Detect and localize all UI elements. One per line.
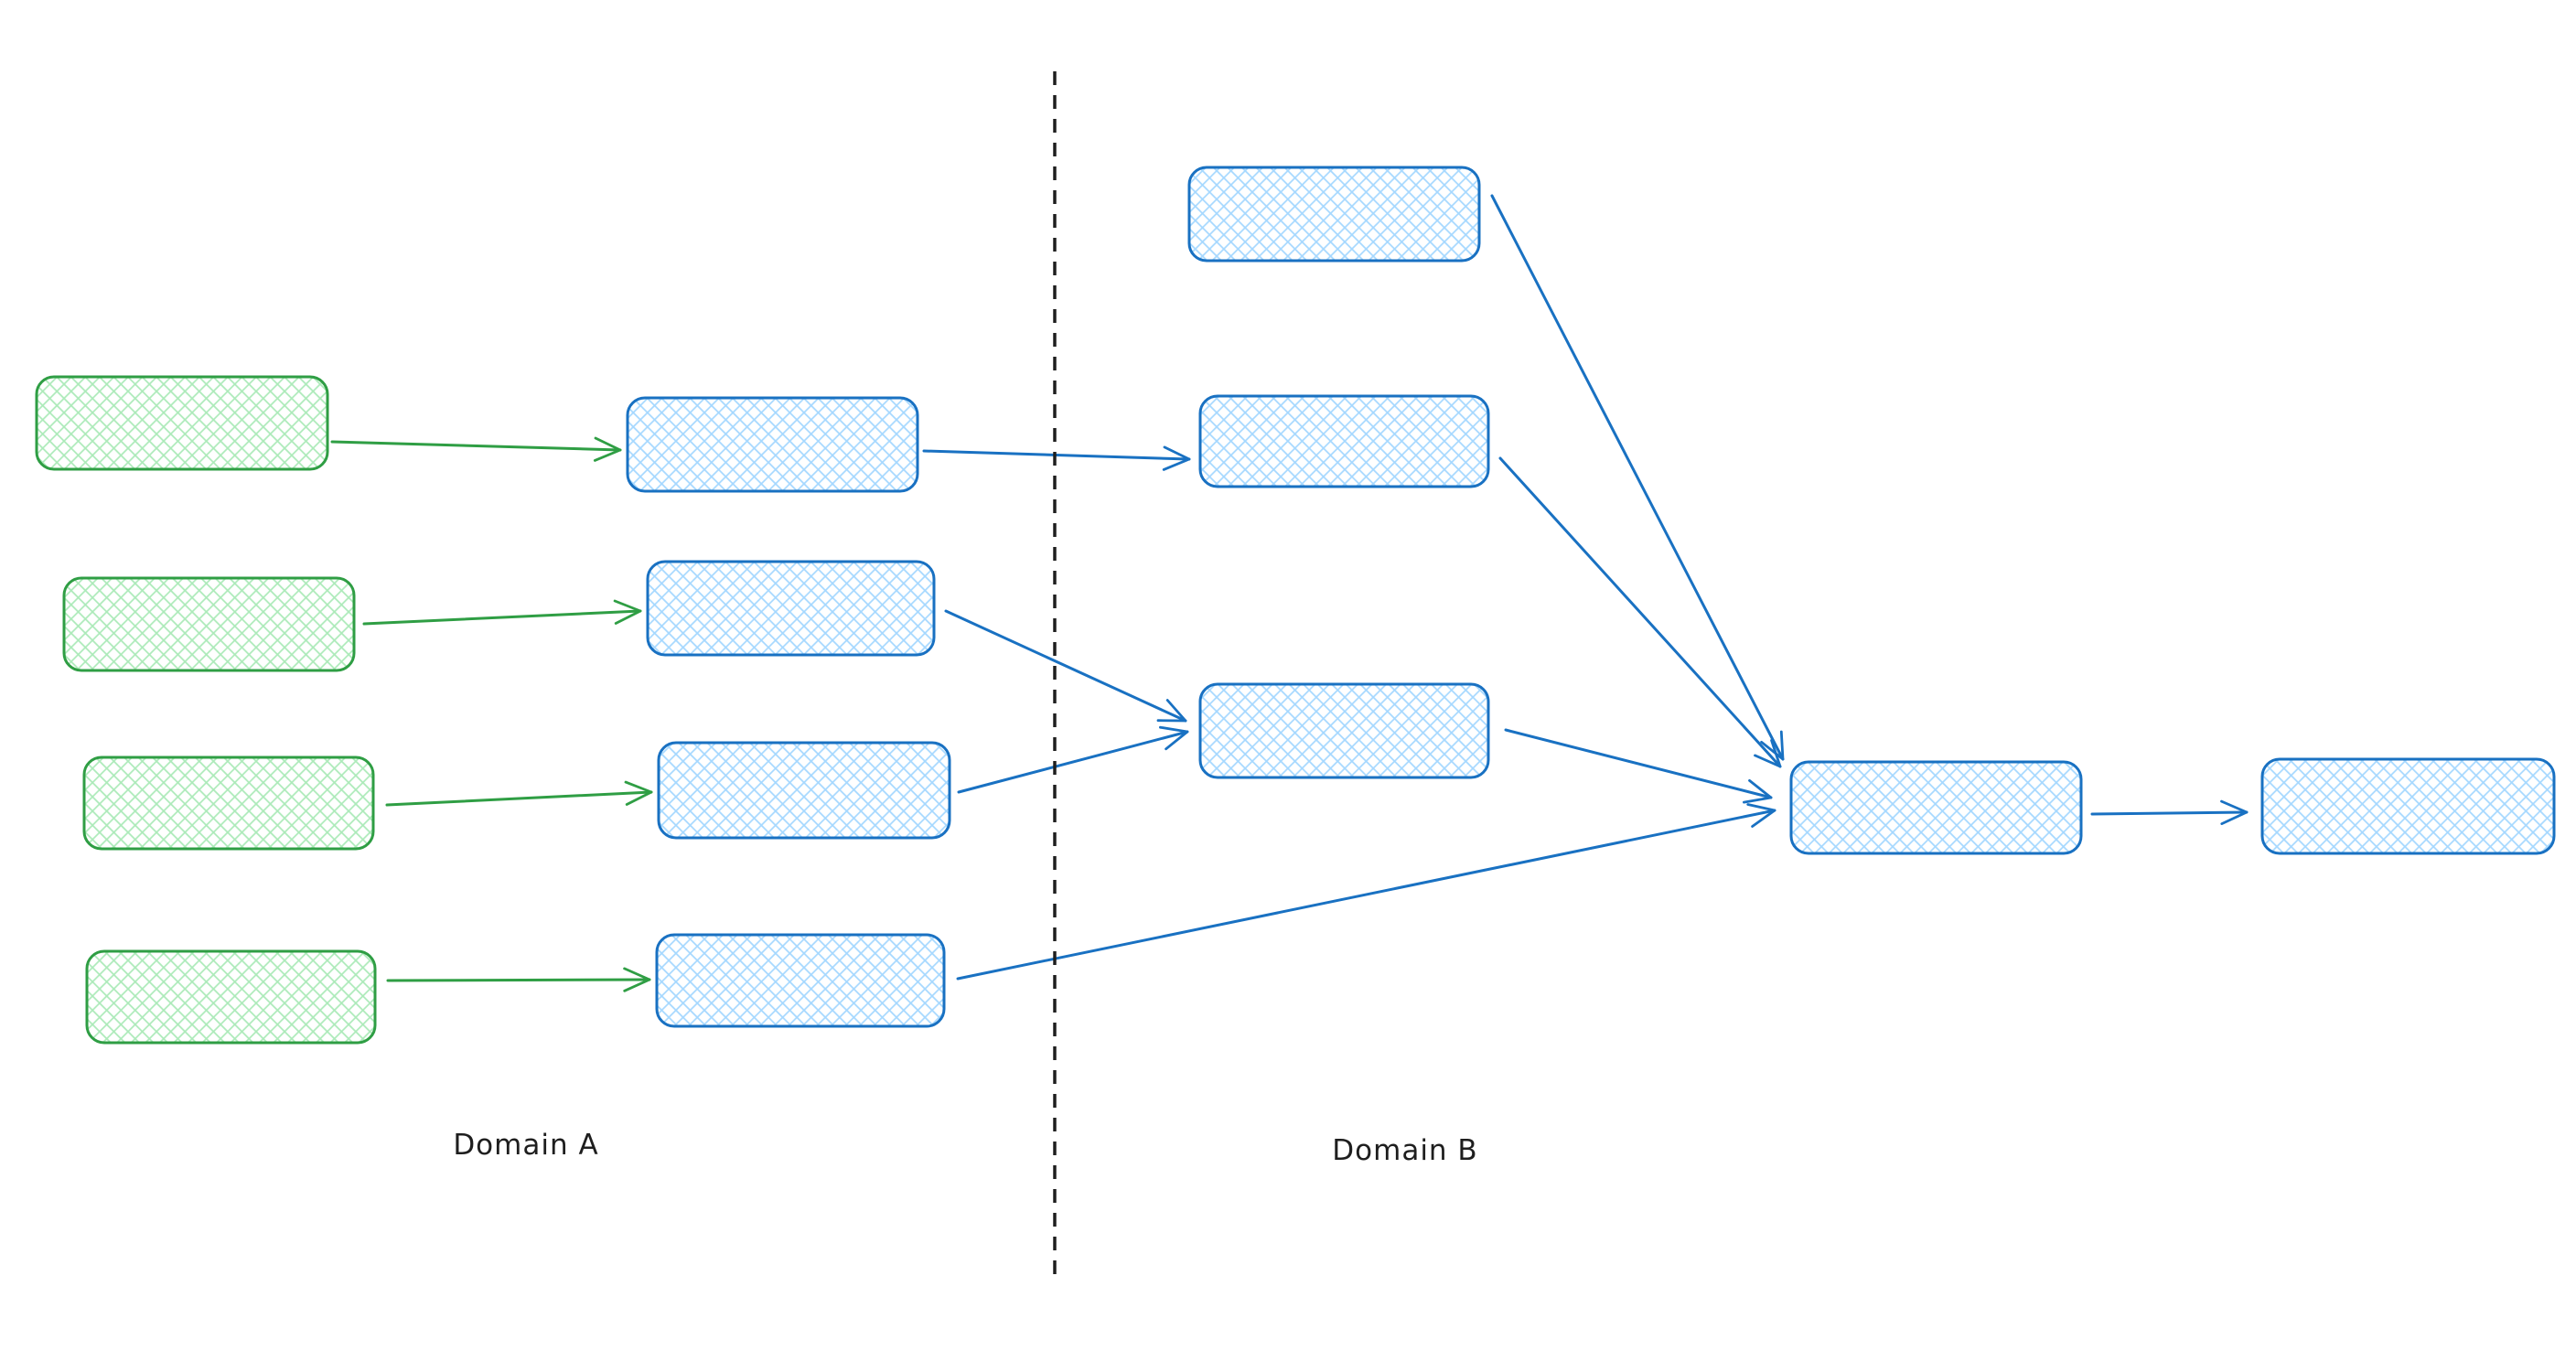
edge-8-domain-a-blue-4-to-domain-b-collector	[956, 803, 1776, 981]
arrowhead-icon	[2220, 799, 2249, 825]
domain-b-label: Domain B	[1332, 1134, 1477, 1167]
arrow-shaft	[922, 449, 1191, 461]
arrow-shaft	[1498, 456, 1782, 768]
arrow-shaft	[386, 978, 651, 982]
edge-5-domain-a-blue-1-to-domain-b-blue-2	[922, 445, 1191, 471]
arrow-shaft	[2090, 810, 2249, 816]
edge-7-domain-a-blue-3-to-domain-b-blue-3	[957, 725, 1189, 794]
edge-1-green-source-1-to-domain-a-blue-1	[330, 436, 622, 462]
edge-6-domain-a-blue-2-to-domain-b-blue-3	[944, 609, 1187, 723]
nodes-layer	[35, 166, 2556, 1045]
arrow-shaft	[385, 790, 653, 807]
edge-9-domain-b-blue-1-to-domain-b-collector	[1490, 194, 1785, 761]
edge-4-green-source-4-to-domain-a-blue-4	[386, 967, 651, 992]
arrow-shaft	[1490, 194, 1785, 761]
node-domain-a-blue-2	[646, 560, 936, 657]
arrowhead-icon	[1746, 803, 1776, 828]
node-domain-b-blue-2	[1198, 394, 1490, 488]
node-green-source-1	[35, 375, 329, 471]
edge-12-domain-b-collector-to-domain-b-result	[2090, 799, 2249, 825]
arrowhead-icon	[613, 599, 642, 625]
arrow-shaft	[957, 730, 1189, 794]
arrow-shaft	[956, 809, 1776, 981]
domain-a-label: Domain A	[453, 1129, 598, 1162]
arrowhead-icon	[623, 967, 651, 992]
arrowhead-icon	[1743, 779, 1773, 804]
node-domain-b-collector	[1789, 760, 2083, 855]
arrow-shaft	[944, 609, 1187, 723]
node-domain-a-blue-4	[655, 933, 946, 1028]
arrow-shaft	[330, 440, 622, 452]
node-domain-b-blue-1	[1187, 166, 1481, 263]
edge-10-domain-b-blue-2-to-domain-b-collector	[1498, 456, 1782, 768]
arrowhead-icon	[593, 436, 622, 462]
edge-3-green-source-3-to-domain-a-blue-3	[385, 780, 653, 807]
arrowhead-icon	[1156, 699, 1187, 723]
node-green-source-3	[82, 756, 375, 851]
edges-layer	[330, 194, 2249, 992]
arrow-shaft	[362, 609, 642, 626]
arrowhead-icon	[1754, 739, 1782, 768]
node-domain-b-result	[2260, 757, 2556, 855]
edge-2-green-source-2-to-domain-a-blue-2	[362, 599, 642, 626]
node-domain-a-blue-1	[626, 396, 919, 493]
node-domain-b-blue-3	[1198, 682, 1490, 779]
node-domain-a-blue-3	[657, 741, 951, 840]
arrowhead-icon	[1162, 445, 1191, 471]
edge-11-domain-b-blue-3-to-domain-b-collector	[1504, 728, 1773, 804]
arrowhead-icon	[1760, 730, 1785, 761]
node-green-source-4	[85, 949, 377, 1045]
node-green-source-2	[62, 576, 356, 672]
arrow-shaft	[1504, 728, 1773, 799]
arrowhead-icon	[1159, 725, 1189, 751]
arrowhead-icon	[624, 780, 653, 806]
